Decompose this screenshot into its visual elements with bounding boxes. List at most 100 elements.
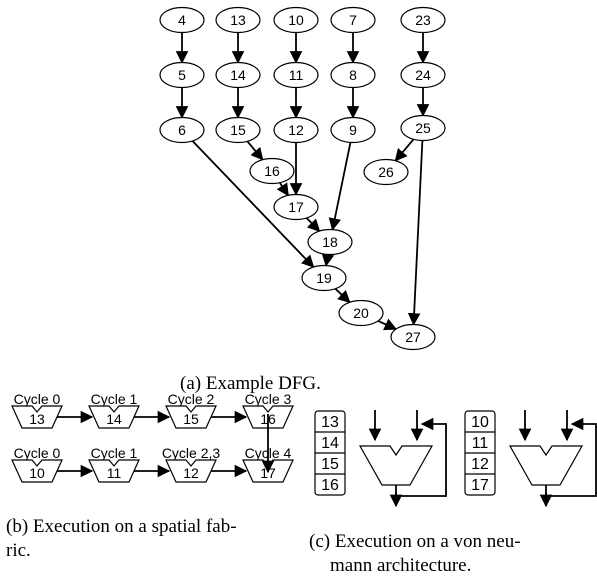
spatial-cell-10: Cycle 0 10 — [11, 445, 94, 483]
instruction-11: 11 — [472, 435, 489, 452]
caption-b-line1: (b) Execution on a spatial fab- — [6, 516, 237, 537]
op-label: 11 — [107, 465, 122, 481]
spatial-cell-12: Cycle 2,3 12 — [162, 445, 248, 483]
alu-unit — [88, 459, 140, 483]
dfg-node-label: 9 — [349, 122, 357, 138]
dfg-node-label: 26 — [378, 164, 394, 180]
dfg-node-label: 14 — [230, 67, 246, 83]
alu-unit — [88, 405, 140, 429]
dfg-node-label: 8 — [349, 67, 357, 83]
op-label: 14 — [106, 411, 122, 427]
dfg-node-label: 15 — [230, 122, 246, 138]
dfg-node-27: 27 — [390, 323, 436, 351]
dfg-node-label: 16 — [264, 163, 280, 179]
dfg-node-11: 11 — [273, 61, 319, 89]
instruction-13: 13 — [321, 414, 339, 431]
alu-unit — [165, 405, 217, 429]
instruction-stack: 10 11 12 17 — [464, 410, 496, 496]
dfg-edge-19-20 — [334, 288, 351, 304]
dfg-edge-18-19 — [321, 253, 335, 267]
dfg-node-label: 7 — [349, 12, 357, 28]
cycle-label: Cycle 1 — [91, 445, 138, 461]
von-neumann-block-1: 13 14 15 16 — [314, 410, 447, 508]
instruction-12: 12 — [471, 456, 489, 473]
dfg-node-label: 27 — [405, 329, 421, 345]
caption-b-line2: ric. — [6, 540, 31, 561]
alu-unit — [165, 459, 217, 483]
dfg-node-17: 17 — [273, 193, 319, 221]
cycle-label: Cycle 0 — [14, 391, 61, 407]
dfg-node-5: 5 — [159, 61, 205, 89]
cycle-label: Cycle 2,3 — [162, 445, 221, 461]
dfg-node-label: 25 — [415, 120, 431, 136]
dfg-node-label: 5 — [178, 67, 186, 83]
caption-a: (a) Example DFG. — [180, 373, 321, 394]
dfg-edge-20-27 — [377, 318, 398, 331]
dfg-node-label: 20 — [353, 305, 369, 321]
spatial-cell-11: Cycle 1 11 — [88, 445, 171, 483]
dfg-node-7: 7 — [330, 6, 376, 34]
cycle-label: Cycle 0 — [14, 445, 61, 461]
dfg-node-label: 11 — [289, 67, 304, 83]
dfg-node-label: 13 — [230, 12, 246, 28]
dfg-edges — [175, 32, 430, 331]
instruction-stack: 13 14 15 16 — [314, 410, 346, 496]
dfg-node-19: 19 — [301, 264, 347, 292]
alu-unit — [358, 445, 434, 486]
dfg-edge-16-17 — [276, 182, 289, 197]
dfg-node-label: 24 — [415, 67, 431, 83]
dfg-node-4: 4 — [159, 6, 205, 34]
dfg-node-26: 26 — [363, 158, 409, 186]
op-label: 12 — [183, 465, 199, 481]
cycle-label: Cycle 2 — [168, 391, 215, 407]
dfg-node-10: 10 — [273, 6, 319, 34]
instruction-17: 17 — [471, 477, 489, 494]
dfg-node-8: 8 — [330, 61, 376, 89]
dfg-edge-17-18 — [305, 217, 321, 232]
dfg-node-label: 19 — [316, 270, 332, 286]
dfg-node-14: 14 — [215, 61, 261, 89]
cycle-label: Cycle 3 — [245, 391, 292, 407]
cycle-label: Cycle 1 — [91, 391, 138, 407]
alu-unit — [508, 445, 584, 486]
op-label: 13 — [29, 411, 45, 427]
dfg-node-15: 15 — [215, 116, 261, 144]
dfg-edge-25-27 — [407, 140, 424, 326]
dfg-node-label: 6 — [178, 122, 186, 138]
dfg-node-13: 13 — [215, 6, 261, 34]
dfg-edge-9-18 — [328, 142, 352, 231]
von-neumann-block-2: 10 11 12 17 — [464, 410, 597, 508]
alu-unit — [11, 405, 63, 429]
instruction-10: 10 — [471, 414, 489, 431]
dfg-node-20: 20 — [338, 299, 384, 327]
dfg-edge-15-16 — [246, 140, 264, 161]
dfg-node-label: 23 — [415, 12, 431, 28]
dfg-node-6: 6 — [159, 116, 205, 144]
dfg-node-18: 18 — [307, 228, 353, 256]
dfg-node-label: 18 — [322, 234, 338, 250]
dfg-node-label: 17 — [288, 199, 304, 215]
instruction-16: 16 — [321, 477, 339, 494]
op-label: 15 — [183, 411, 199, 427]
op-label: 10 — [29, 465, 45, 481]
dfg-node-25: 25 — [400, 114, 446, 142]
dfg-edge-25-26 — [394, 138, 415, 162]
von-neumann-architecture: 13 14 15 16 10 11 12 17 — [314, 410, 597, 508]
caption-c-line1: (c) Execution on a von neu- — [309, 531, 521, 552]
instruction-15: 15 — [321, 456, 339, 473]
dfg-node-16: 16 — [249, 157, 295, 185]
dfg-edge-6-19 — [191, 140, 315, 268]
dfg-node-label: 12 — [288, 122, 304, 138]
spatial-cell-13: Cycle 0 13 — [11, 391, 94, 429]
caption-c-line2: mann architecture. — [330, 555, 471, 576]
dfg-node-24: 24 — [400, 61, 446, 89]
dfg-node-label: 10 — [288, 12, 304, 28]
dfg-node-9: 9 — [330, 116, 376, 144]
dfg-node-label: 4 — [178, 12, 186, 28]
instruction-14: 14 — [321, 435, 339, 452]
alu-unit — [11, 459, 63, 483]
dfg-nodes: 4 13 10 7 23 5 14 11 8 24 6 15 12 9 25 26 16 17 18 19 20 27 — [159, 6, 446, 351]
spatial-cell-14: Cycle 1 14 — [88, 391, 171, 429]
spatial-cell-15: Cycle 2 15 — [165, 391, 248, 429]
